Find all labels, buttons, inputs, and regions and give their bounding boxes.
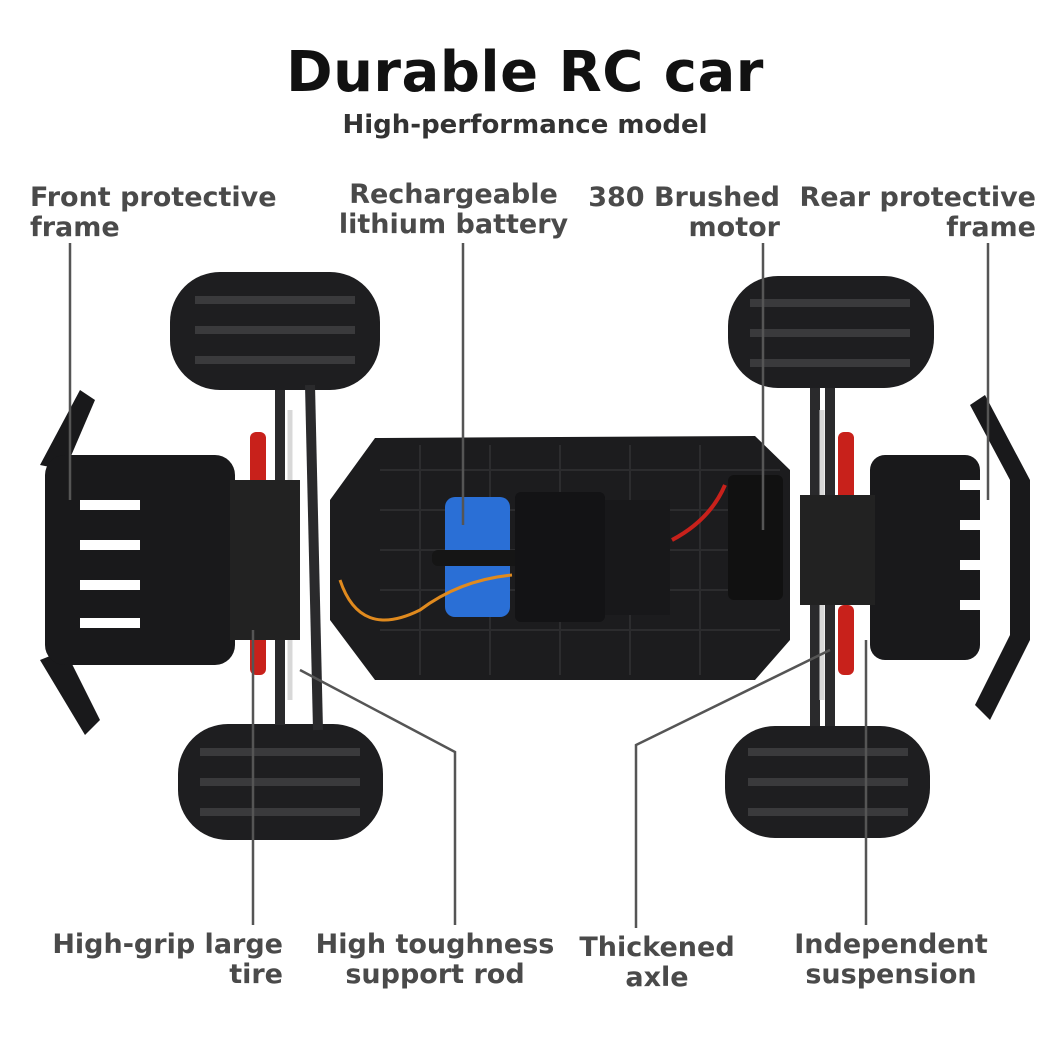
front-gearbox [230,480,300,640]
label-line: Independent [794,929,988,960]
label-tire: High-grip large tire [40,930,283,990]
label-line: tire [229,959,283,990]
label-line: High-grip large [52,929,283,960]
label-line: suspension [805,959,977,990]
label-axle: Thickened axle [572,933,742,993]
label-line: Rear protective [799,182,1036,213]
tire-front-top [170,272,380,390]
rear-bumper [870,395,1030,720]
label-line: Thickened [579,932,735,963]
label-line: frame [30,212,120,243]
tire-rear-bottom [725,726,930,838]
label-rear-protective-frame: Rear protective frame [790,183,1036,243]
label-motor: 380 Brushed motor [580,183,780,243]
rear-gearbox [800,495,875,605]
label-line: lithium battery [338,209,569,240]
leader-lines [68,243,990,928]
label-front-protective-frame: Front protective frame [30,183,277,243]
motor [728,475,783,600]
page-title: Durable RC car [286,40,764,105]
tire-rear-top [728,276,934,388]
label-line: High toughness [315,929,555,960]
label-line: Rechargeable [349,179,558,210]
label-line: axle [625,962,689,993]
tire-front-bottom [178,724,383,840]
label-line: Front protective [30,182,277,213]
label-line: motor [688,212,780,243]
page-subtitle: High-performance model [342,110,708,140]
label-line: support rod [345,959,525,990]
label-battery: Rechargeable lithium battery [336,180,571,240]
label-line: 380 Brushed [588,182,780,213]
label-line: frame [946,212,1036,243]
esc-box [515,492,605,622]
label-support-rod: High toughness support rod [310,930,560,990]
label-suspension: Independent suspension [780,930,1002,990]
